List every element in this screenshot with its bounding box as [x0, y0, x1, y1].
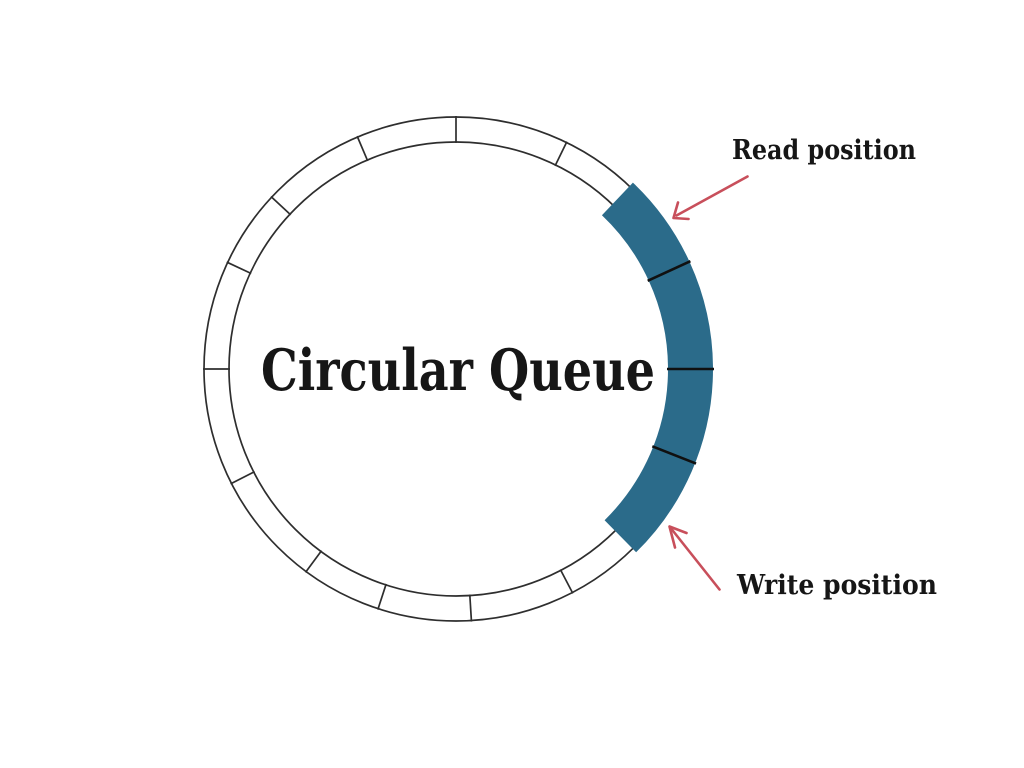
segment-tick — [270, 195, 292, 216]
segment-tick — [356, 135, 369, 162]
segment-tick — [377, 583, 387, 610]
read-arrow-shaft — [675, 175, 749, 217]
read-arrow — [672, 175, 749, 221]
diagram-title: Circular Queue — [261, 337, 655, 404]
filled-arc — [601, 182, 713, 553]
segment-tick — [559, 569, 574, 594]
queue-ring — [203, 116, 714, 622]
write-arrow-shaft — [670, 527, 721, 591]
segment-tick — [230, 470, 256, 485]
read-arrow-head-icon — [672, 201, 690, 221]
segment-tick — [468, 594, 473, 622]
filled-segment-tick — [651, 445, 697, 465]
write-arrow-head-icon — [668, 525, 688, 549]
write-position-label: Write position — [736, 570, 937, 601]
read-position-label: Read position — [732, 135, 916, 166]
filled-segment-tick — [647, 260, 691, 283]
write-arrow — [668, 525, 721, 591]
segment-tick — [304, 550, 323, 573]
segment-tick — [226, 261, 252, 275]
segment-tick — [554, 141, 568, 167]
